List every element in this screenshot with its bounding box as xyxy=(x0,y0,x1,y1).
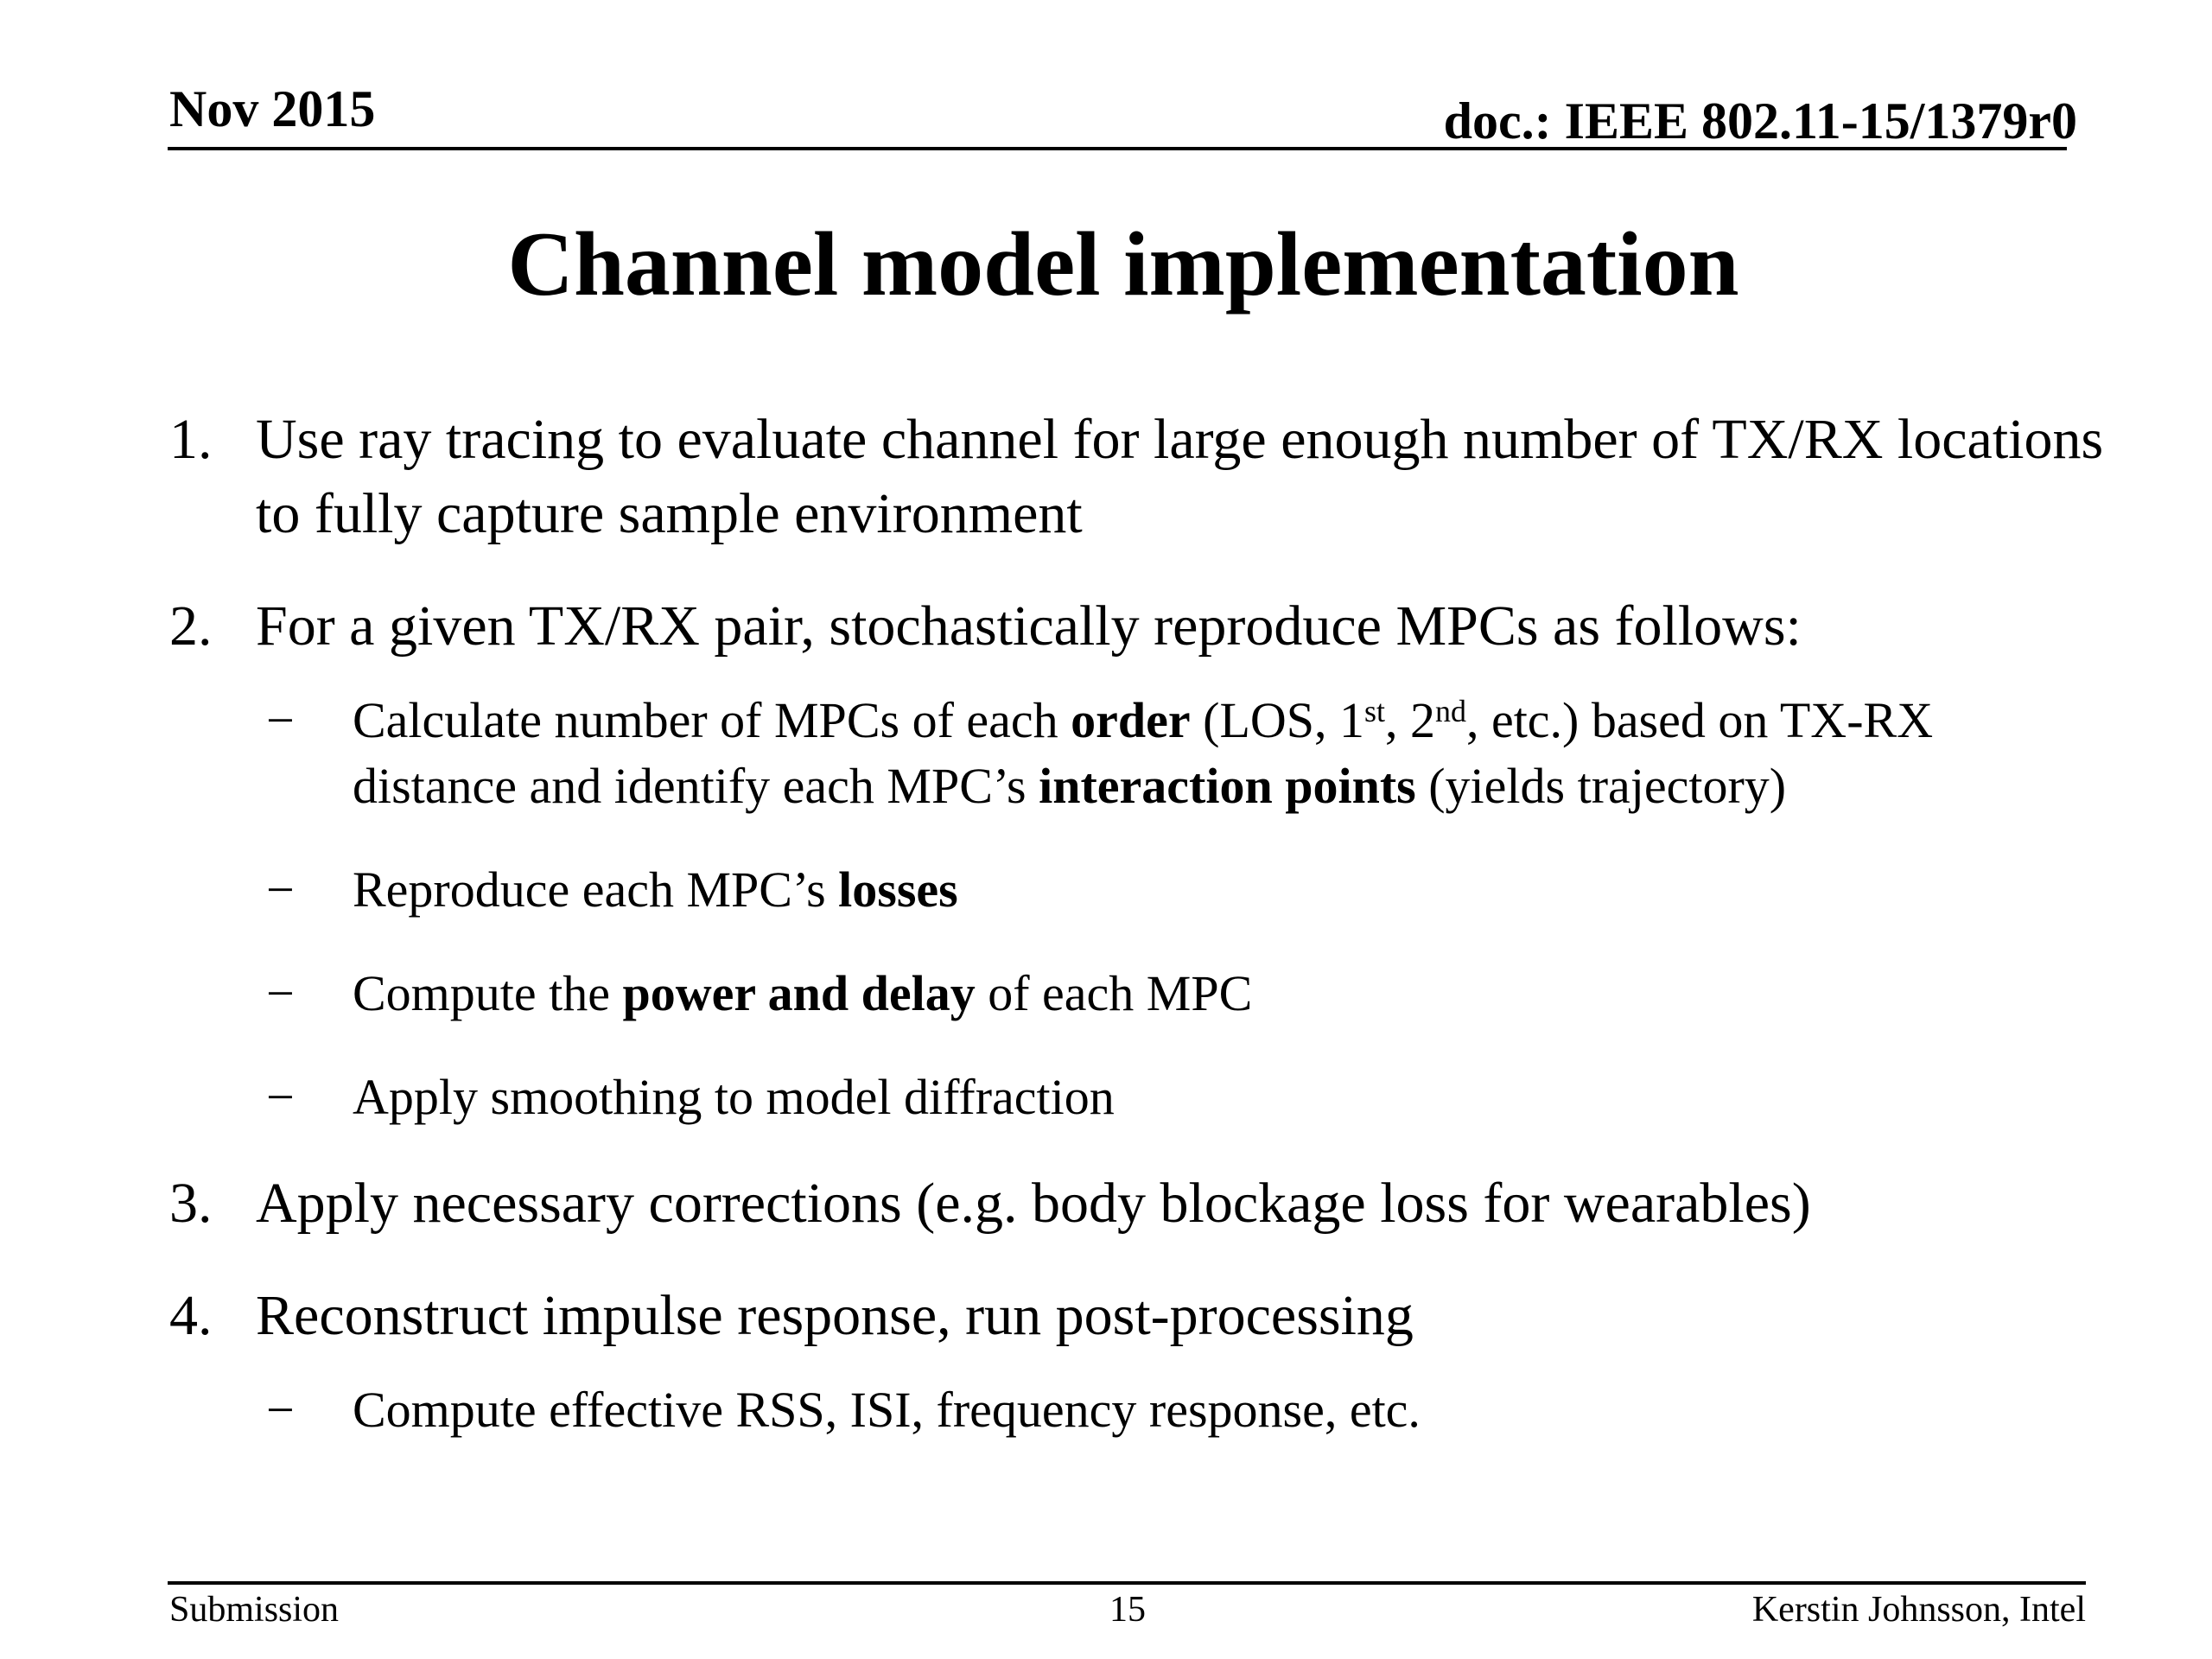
dash-bullet: − xyxy=(266,1382,295,1438)
list-item-text: Apply necessary corrections (e.g. body b… xyxy=(256,1172,1811,1235)
list-item-text: For a given TX/RX pair, stochastically r… xyxy=(256,594,1802,658)
sub-item-power-delay: − Compute the power and delay of each MP… xyxy=(169,961,2105,1027)
list-item-1: 1. Use ray tracing to evaluate channel f… xyxy=(169,403,2105,551)
sub-item-compute-effective: − Compute effective RSS, ISI, frequency … xyxy=(169,1377,2105,1443)
dash-bullet: − xyxy=(266,1069,295,1125)
list-item-text: Reconstruct impulse response, run post-p… xyxy=(256,1284,1414,1347)
footer-submission: Submission xyxy=(169,1590,340,1630)
sub-item-text: of each MPC xyxy=(975,965,1253,1021)
sub-item-text: Reproduce each MPC’s xyxy=(353,861,839,918)
superscript-nd: nd xyxy=(1435,694,1466,729)
dash-bullet: − xyxy=(266,861,295,918)
sub-item-mpc-count: − Calculate number of MPCs of each order… xyxy=(169,688,2105,819)
header-date: Nov 2015 xyxy=(169,80,376,137)
sub-item-losses: − Reproduce each MPC’s losses xyxy=(169,857,2105,923)
dash-bullet: − xyxy=(266,692,295,748)
sub-item-text: , 2 xyxy=(1385,692,1435,748)
sub-item-text: Calculate number of MPCs of each xyxy=(353,692,1071,748)
list-item-number: 2. xyxy=(169,594,213,658)
sub-item-text: (yields trajectory) xyxy=(1415,758,1787,814)
sub-item-smoothing: − Apply smoothing to model diffraction xyxy=(169,1065,2105,1130)
list-item-number: 4. xyxy=(169,1284,213,1347)
bold-term-interaction-points: interaction points xyxy=(1039,758,1416,814)
sub-item-text: Compute effective RSS, ISI, frequency re… xyxy=(353,1382,1421,1438)
sub-item-text: , etc.) based on TX-RX distance and iden… xyxy=(353,692,1934,814)
list-item-4: 4. Reconstruct impulse response, run pos… xyxy=(169,1279,2105,1353)
bold-term-losses: losses xyxy=(838,861,958,918)
footer-divider xyxy=(168,1581,2086,1585)
superscript-st: st xyxy=(1364,694,1385,729)
sub-item-text: (LOS, 1 xyxy=(1190,692,1365,748)
dash-bullet: − xyxy=(266,965,295,1021)
header-doc-id: doc.: IEEE 802.11-15/1379r0 xyxy=(1443,92,2077,149)
bold-term-order: order xyxy=(1071,692,1191,748)
page-number: 15 xyxy=(1109,1590,1146,1630)
sub-item-text: Compute the xyxy=(353,965,623,1021)
list-item-2: 2. For a given TX/RX pair, stochasticall… xyxy=(169,589,2105,664)
list-item-text: Use ray tracing to evaluate channel for … xyxy=(256,408,2104,545)
slide-content: 1. Use ray tracing to evaluate channel f… xyxy=(169,403,2105,1443)
sub-item-text: Apply smoothing to model diffraction xyxy=(353,1069,1115,1125)
bold-term-power-and-delay: power and delay xyxy=(622,965,976,1021)
list-item-number: 1. xyxy=(169,408,213,471)
header-divider xyxy=(168,147,2067,150)
footer-author: Kerstin Johnsson, Intel xyxy=(1751,1590,2086,1630)
list-item-number: 3. xyxy=(169,1172,213,1235)
slide-title: Channel model implementation xyxy=(507,213,1739,315)
list-item-3: 3. Apply necessary corrections (e.g. bod… xyxy=(169,1166,2105,1241)
